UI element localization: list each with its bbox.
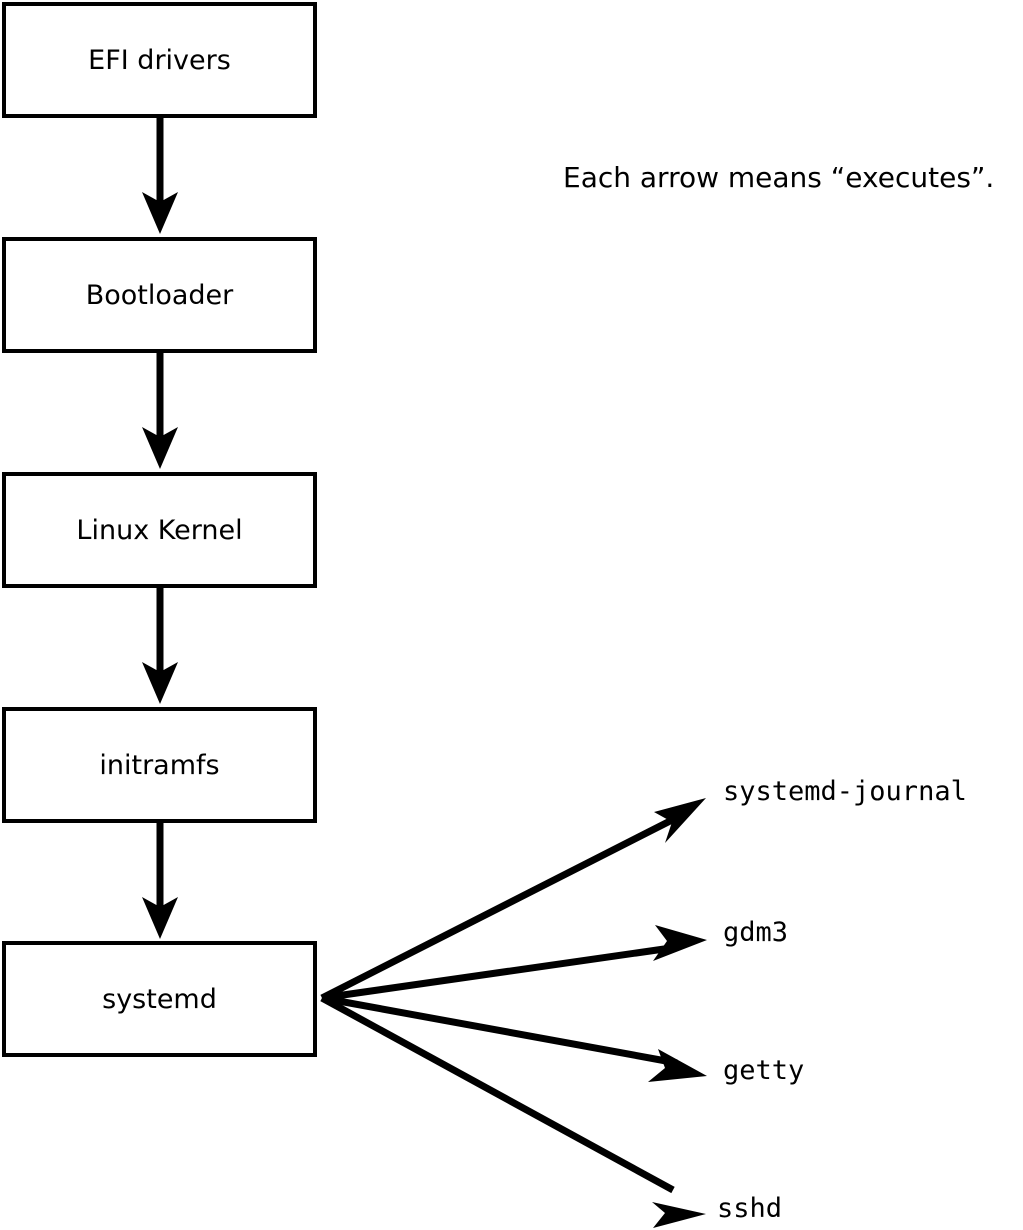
- fanout-arrow-sshd: [320, 994, 706, 1228]
- fanout-arrow-gdm3: [321, 925, 707, 1002]
- stage-label-efi-drivers: EFI drivers: [88, 44, 231, 76]
- stage-box-bootloader[interactable]: Bootloader: [2, 237, 317, 353]
- diagram-caption: Each arrow means “executes”.: [563, 161, 995, 194]
- service-label-sshd: sshd: [717, 1193, 783, 1224]
- stage-label-initramfs: initramfs: [99, 749, 220, 781]
- stage-box-initramfs[interactable]: initramfs: [2, 707, 317, 823]
- service-label-gdm3: gdm3: [723, 917, 789, 948]
- chain-arrow-efi-drivers-to-bootloader: [142, 118, 178, 234]
- service-label-systemd-journal: systemd-journal: [723, 776, 967, 807]
- fanout-arrow-systemd-journal: [320, 798, 706, 1002]
- fanout-arrow-getty: [321, 994, 707, 1082]
- chain-arrow-bootloader-to-linux-kernel: [142, 353, 178, 469]
- chain-arrow-linux-kernel-to-initramfs: [142, 588, 178, 704]
- stage-box-systemd[interactable]: systemd: [2, 941, 317, 1057]
- stage-label-bootloader: Bootloader: [85, 279, 234, 311]
- stage-box-efi-drivers[interactable]: EFI drivers: [2, 2, 317, 118]
- stage-box-linux-kernel[interactable]: Linux Kernel: [2, 472, 317, 588]
- service-label-getty: getty: [723, 1055, 805, 1086]
- stage-label-linux-kernel: Linux Kernel: [76, 514, 243, 546]
- stage-label-systemd: systemd: [102, 983, 217, 1015]
- chain-arrow-initramfs-to-systemd: [142, 823, 178, 939]
